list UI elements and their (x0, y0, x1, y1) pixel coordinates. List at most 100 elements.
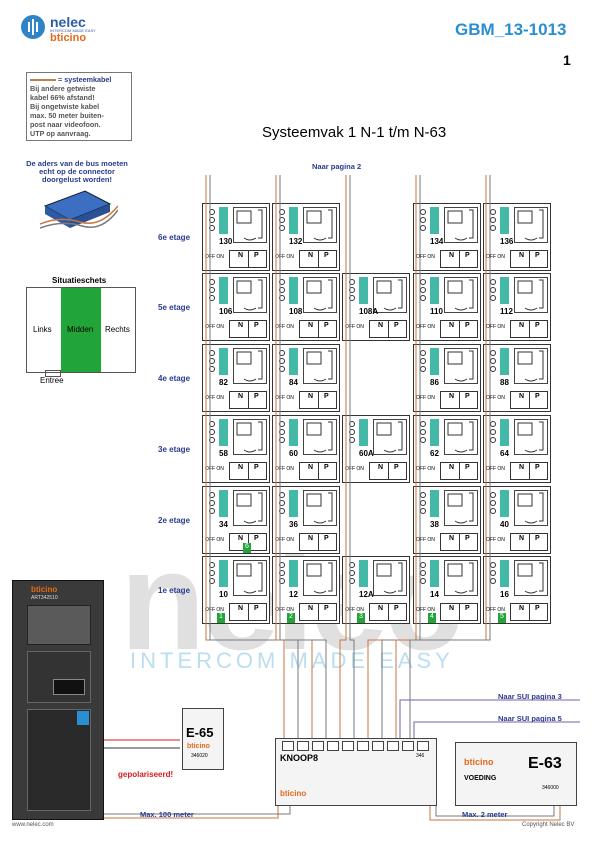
bus-terminal (219, 277, 228, 304)
p-label: P (465, 252, 470, 259)
panel-module (27, 709, 91, 811)
handset-icon (444, 277, 478, 313)
connector-note: De aders van de bus moeten echt op de co… (22, 160, 132, 184)
apartment-number: 130 (219, 237, 233, 246)
knoop-terminal (357, 741, 369, 751)
p-label: P (535, 464, 540, 471)
bus-terminal (219, 560, 228, 587)
np-divider (529, 604, 530, 620)
green-id-badge: 1 (217, 613, 225, 623)
bus-terminal (500, 277, 509, 304)
n-label: N (308, 605, 314, 612)
n-label: N (449, 535, 455, 542)
apartment-number: 64 (500, 449, 509, 458)
handset-icon (444, 207, 478, 243)
knoop-terminal (417, 741, 429, 751)
off-on-switch: OFF ON (205, 537, 224, 543)
logo-tagline: INTERCOM MADE EASY (50, 28, 96, 33)
handset-icon (303, 490, 337, 526)
p-label: P (465, 322, 470, 329)
bus-terminal (430, 560, 439, 587)
bus-terminal (430, 490, 439, 517)
off-on-switch: OFF ON (486, 466, 505, 472)
bus-terminal (219, 490, 228, 517)
bus-terminal (289, 277, 298, 304)
knoop8-module: KNOOP8 346 bticino (275, 738, 437, 806)
off-on-switch: OFF ON (486, 395, 505, 401)
legend-text: post naar videofoon. (30, 120, 101, 129)
legend-text: UTP op aanvraag. (30, 129, 91, 138)
off-on-switch: OFF ON (205, 466, 224, 472)
apartment-number: 16 (500, 590, 509, 599)
p-label: P (394, 322, 399, 329)
connection-wire (429, 804, 561, 821)
n-label: N (449, 605, 455, 612)
n-label: N (519, 535, 525, 542)
np-divider (459, 463, 460, 479)
bus-terminal (289, 348, 298, 375)
p-label: P (254, 393, 259, 400)
panel-display (53, 679, 85, 695)
np-divider (529, 463, 530, 479)
note-line: De aders van de bus moeten (26, 159, 128, 168)
bus-terminal (500, 348, 509, 375)
apartment-number: 36 (289, 520, 298, 529)
np-divider (459, 321, 460, 337)
max-2-note: Max. 2 meter (462, 810, 508, 819)
handset-icon (303, 207, 337, 243)
e65-label: E-65 (186, 725, 214, 740)
apartment-number: 106 (219, 307, 233, 316)
riser-wire (205, 175, 285, 738)
np-divider (318, 463, 319, 479)
riser-wire (339, 175, 347, 738)
green-id-badge: 3 (357, 613, 365, 623)
handset-icon (233, 560, 267, 596)
n-label: N (238, 464, 244, 471)
n-label: N (238, 252, 244, 259)
logo-icon (21, 15, 45, 39)
p-label: P (254, 322, 259, 329)
floor-label: 3e etage (158, 445, 191, 454)
knoop-terminal (372, 741, 384, 751)
apartment-number: 38 (430, 520, 439, 529)
handset-icon (373, 419, 407, 455)
p-label: P (324, 605, 329, 612)
n-label: N (519, 605, 525, 612)
doc-id: GBM_13-1013 (455, 20, 567, 39)
note-line: echt op de connector (39, 167, 115, 176)
n-label: N (449, 252, 455, 259)
bus-terminal (219, 207, 228, 234)
bus-terminal (289, 490, 298, 517)
e65-brand: bticino (187, 743, 210, 750)
p-label: P (465, 393, 470, 400)
handset-icon (303, 348, 337, 384)
handset-icon (303, 560, 337, 596)
riser-wire (367, 175, 417, 738)
apartment-number: 60 (289, 449, 298, 458)
apartment-number: 60A (359, 449, 374, 458)
n-label: N (519, 464, 525, 471)
legend-text: Bij ongetwiste kabel (30, 102, 100, 111)
p-label: P (254, 252, 259, 259)
